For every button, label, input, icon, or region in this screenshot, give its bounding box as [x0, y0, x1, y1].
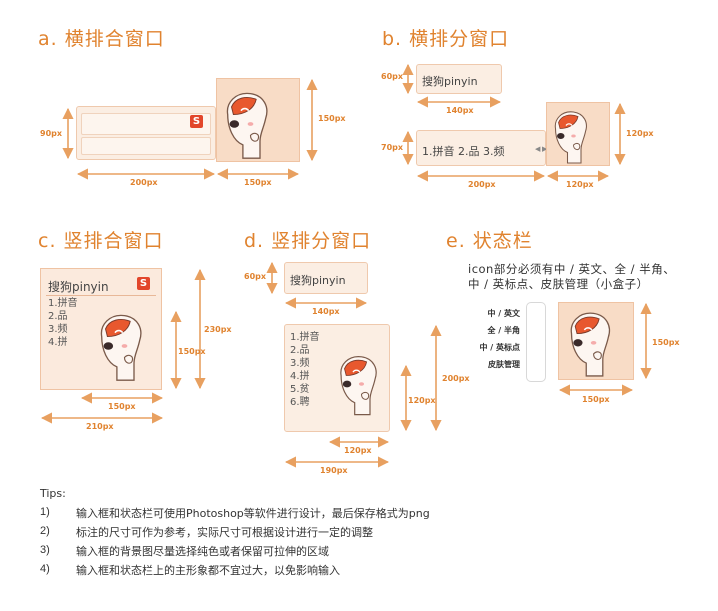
b-candidate-text: 1.拼音 2.品 3.频	[422, 145, 505, 158]
mascot-icon	[340, 355, 377, 416]
c-dim-window-height: 230px	[204, 325, 232, 334]
c-input-window: 搜狗pinyin S 1.拼音 2.品 3.频 4.拼	[40, 268, 162, 390]
c-candidate-list: 1.拼音 2.品 3.频 4.拼	[48, 297, 78, 349]
b-dim-pinyin-width: 140px	[446, 106, 474, 115]
tip-text: 标注的尺寸可作为参考，实际尺寸可根据设计进行一定的调整	[76, 526, 373, 539]
section-e-title: e. 状态栏	[446, 230, 533, 252]
mascot-icon	[100, 314, 142, 381]
menu-item-width[interactable]: 全 / 半角	[487, 326, 521, 335]
d-dim-pinyin-width: 140px	[312, 307, 340, 316]
arrow-right-icon[interactable]: ▶	[542, 146, 548, 153]
e-note-line1: icon部分必须有中 / 英文、全 / 半角、	[468, 262, 676, 276]
b-dim-skin-width: 120px	[566, 180, 594, 189]
tips-heading: Tips:	[40, 487, 66, 500]
e-status-box[interactable]	[526, 302, 546, 382]
b-dim-cand-height: 70px	[381, 143, 404, 152]
e-note-line2: 中 / 英标点、皮肤管理（小盒子）	[468, 277, 649, 291]
c-dim-window-width: 210px	[86, 422, 114, 431]
d-dim-cand-height: 200px	[442, 374, 470, 383]
arrow-left-icon[interactable]: ◀	[535, 146, 541, 153]
list-item[interactable]: 3.频	[290, 358, 310, 369]
list-item[interactable]: 4.拼	[290, 371, 310, 382]
menu-item-punct[interactable]: 中 / 英标点	[479, 343, 521, 352]
e-dim-skin-width: 150px	[582, 395, 610, 404]
d-candidate-list: 1.拼音 2.品 3.频 4.拼 5.贫 6.聘	[290, 331, 320, 409]
b-pinyin-window: 搜狗pinyin	[416, 64, 502, 94]
a-dim-height: 90px	[40, 129, 63, 138]
a-dim-skin-width: 150px	[244, 178, 272, 187]
d-dim-cand-width: 190px	[320, 466, 348, 475]
tip-number: 3)	[40, 544, 50, 556]
tip-number: 4)	[40, 563, 50, 575]
tip-number: 1)	[40, 506, 50, 518]
d-dim-skin-height: 120px	[408, 396, 436, 405]
tip-text: 输入框和状态栏上的主形象都不宜过大，以免影响输入	[76, 564, 340, 577]
a-pinyin-area	[81, 113, 211, 135]
d-dim-skin-width: 120px	[344, 446, 372, 455]
tip-number: 2)	[40, 525, 50, 537]
a-dim-input-width: 200px	[130, 178, 158, 187]
e-dim-skin-height: 150px	[652, 338, 680, 347]
b-dim-skin-height: 120px	[626, 129, 654, 138]
a-input-window: S	[76, 106, 216, 160]
list-item[interactable]: 3.频	[48, 324, 68, 335]
sogou-logo-icon: S	[137, 277, 150, 290]
d-dim-pinyin-height: 60px	[244, 272, 267, 281]
list-item[interactable]: 1.拼音	[48, 298, 78, 309]
mascot-icon	[554, 111, 588, 164]
a-dim-skin-height: 150px	[318, 114, 346, 123]
list-item[interactable]: 4.拼	[48, 337, 68, 348]
list-item[interactable]: 2.品	[48, 311, 68, 322]
list-item[interactable]: 2.品	[290, 345, 310, 356]
c-divider	[46, 295, 156, 296]
list-item[interactable]: 6.聘	[290, 397, 310, 408]
c-pinyin-text: 搜狗pinyin	[48, 280, 109, 294]
sogou-logo-icon: S	[190, 115, 203, 128]
tip-text: 输入框的背景图尽量选择纯色或者保留可拉伸的区域	[76, 545, 329, 558]
b-candidate-window: 1.拼音 2.品 3.频 ◀ ▶	[416, 130, 548, 166]
list-item[interactable]: 5.贫	[290, 384, 310, 395]
section-d-title: d. 竖排分窗口	[244, 230, 372, 252]
d-pinyin-window: 搜狗pinyin	[284, 262, 368, 294]
list-item[interactable]: 1.拼音	[290, 332, 320, 343]
menu-item-lang[interactable]: 中 / 英文	[487, 309, 521, 318]
mascot-icon	[570, 312, 611, 377]
section-a-title: a. 横排合窗口	[38, 28, 165, 50]
d-pinyin-text: 搜狗pinyin	[290, 274, 346, 287]
mascot-icon	[226, 92, 268, 159]
menu-item-skin[interactable]: 皮肤管理	[488, 360, 520, 369]
a-candidate-area	[81, 137, 211, 155]
c-dim-skin-height: 150px	[178, 347, 206, 356]
b-pinyin-text: 搜狗pinyin	[422, 75, 478, 88]
c-dim-skin-width: 150px	[108, 402, 136, 411]
tip-text: 输入框和状态栏可使用Photoshop等软件进行设计，最后保存格式为png	[76, 507, 430, 520]
b-dim-pinyin-height: 60px	[381, 72, 404, 81]
e-status-menu: 中 / 英文 全 / 半角 中 / 英标点 皮肤管理	[454, 305, 521, 373]
b-dim-cand-width: 200px	[468, 180, 496, 189]
section-c-title: c. 竖排合窗口	[38, 230, 164, 252]
section-b-title: b. 横排分窗口	[382, 28, 510, 50]
